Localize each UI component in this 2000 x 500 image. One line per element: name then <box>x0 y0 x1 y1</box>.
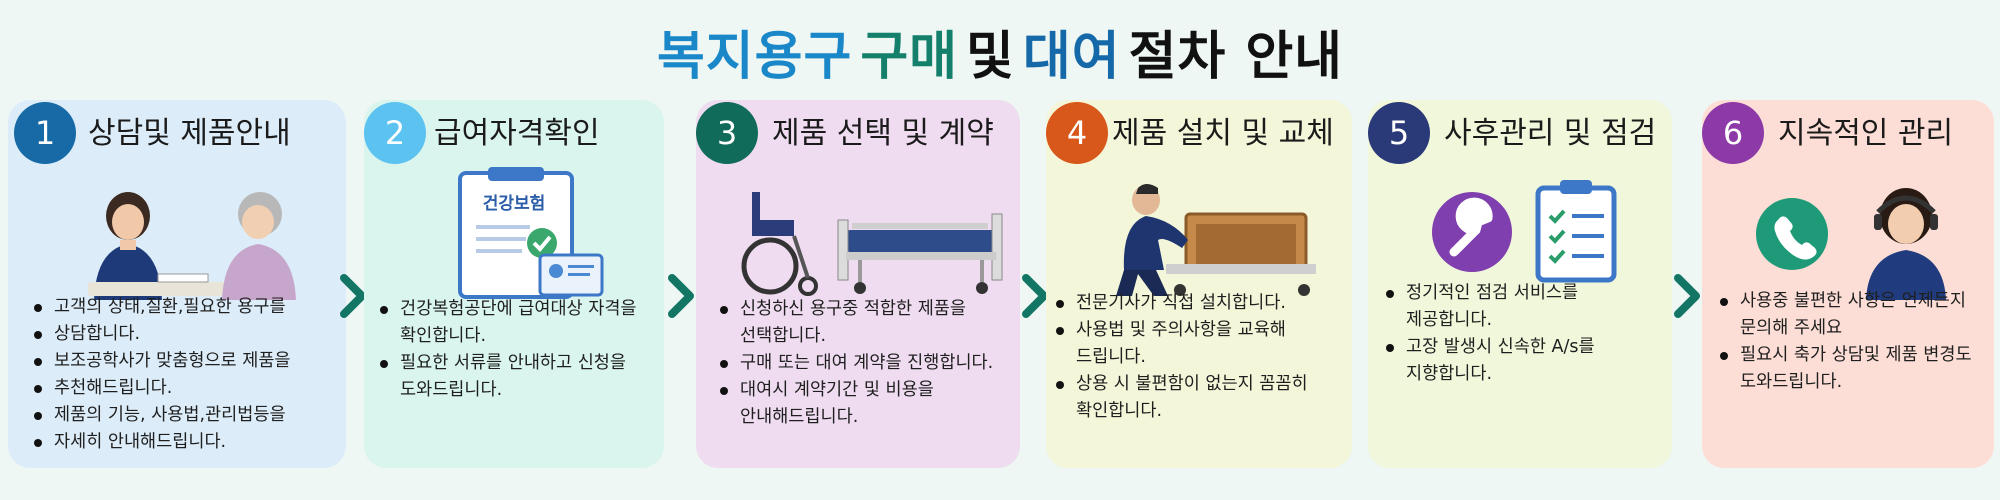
chevron-right-icon <box>1022 274 1048 318</box>
step-description-6: 사용중 불편한 사항은 언제든지 문의해 주세요 필요시 축가 상담및 제품 변… <box>1718 288 1972 396</box>
chevron-right-icon <box>1674 274 1700 318</box>
step-header-5: 5 사후관리 및 점검 <box>1368 102 1672 166</box>
step-header-3: 3 제품 선택 및 계약 <box>696 102 1020 166</box>
consultation-illustration-icon <box>88 192 296 300</box>
list-item: 자세히 안내해드립니다. <box>32 429 291 456</box>
step-description-5: 정기적인 점검 서비스를 제공합니다. 고장 발생시 신속한 A/s를 지향합니… <box>1384 280 1595 388</box>
title-part-2: 구매 <box>860 27 959 87</box>
list-item: 건강복험공단에 급여대상 자격을 <box>378 296 637 323</box>
step-number-badge-6: 6 <box>1702 102 1764 164</box>
list-item: 지향합니다. <box>1406 364 1493 384</box>
step-header-1: 1 상담및 제품안내 <box>8 102 346 166</box>
list-item: 보조공학사가 맞춤형으로 제품을 <box>32 348 291 375</box>
step-title-1: 상담및 제품안내 <box>88 116 291 151</box>
list-item: 고장 발생시 신속한 A/s를 <box>1384 334 1595 361</box>
step-card-1: 1 상담및 제품안내 고객의 상태,질환,필요한 용구를 상담합니다. 보조공학… <box>8 100 346 468</box>
step-description-2: 건강복험공단에 급여대상 자격을 확인합니다. 필요한 서류를 안내하고 신청을… <box>378 296 637 404</box>
technician-installing-bed-icon <box>1116 184 1316 296</box>
list-item: 선택합니다. <box>740 326 827 346</box>
list-item: 드립니다. <box>1076 347 1146 367</box>
step-card-4: 4 제품 설치 및 교체 전문기사가 직접 설치합니다. 사용법 및 주의사항을… <box>1046 100 1352 468</box>
list-item: 도와드립니다. <box>400 380 503 400</box>
list-item: 상용 시 불편함이 없는지 꼼꼼히 <box>1054 371 1308 398</box>
title-part-3: 및 <box>966 27 1015 87</box>
list-item: 추천해드립니다. <box>32 375 291 402</box>
phone-support-icon <box>1756 188 1946 300</box>
insurance-card-label: 건강보험 <box>483 193 546 214</box>
wrench-and-checklist-icon <box>1432 180 1617 283</box>
step-title-4: 제품 설치 및 교체 <box>1112 116 1334 151</box>
step-title-5: 사후관리 및 점검 <box>1444 116 1657 151</box>
step-number-badge-2: 2 <box>364 102 426 164</box>
step-number-badge-4: 4 <box>1046 102 1108 164</box>
list-item: 상담합니다. <box>32 321 291 348</box>
list-item: 제공합니다. <box>1406 310 1493 330</box>
step-description-3: 신청하신 용구중 적합한 제품을 선택합니다. 구매 또는 대여 계약을 진행합… <box>718 296 993 431</box>
step-description-4: 전문기사가 직접 설치합니다. 사용법 및 주의사항을 교육해 드립니다. 상용… <box>1054 290 1308 425</box>
chevron-right-icon <box>668 274 694 318</box>
step-title-3: 제품 선택 및 계약 <box>772 116 994 151</box>
step-number-badge-3: 3 <box>696 102 758 164</box>
title-part-1: 복지용구 <box>656 27 853 87</box>
step-title-2: 급여자격확인 <box>434 116 600 151</box>
step-card-3: 3 제품 선택 및 계약 신청하신 용구중 적합한 제품을 선택합니다. 구매 … <box>696 100 1020 468</box>
list-item: 필요시 축가 상담및 제품 변경도 <box>1718 342 1972 369</box>
step-description-1: 고객의 상태,질환,필요한 용구를 상담합니다. 보조공학사가 맞춤형으로 제품… <box>32 294 291 456</box>
list-item: 구매 또는 대여 계약을 진행합니다. <box>718 350 993 377</box>
title-part-4: 대여 <box>1022 27 1121 87</box>
step-number-badge-5: 5 <box>1368 102 1430 164</box>
list-item: 사용중 불편한 사항은 언제든지 <box>1718 288 1972 315</box>
step-card-2: 2 급여자격확인 건강보험 건강복험공단에 급여대상 자격을 확인합니다. 필요… <box>364 100 664 468</box>
step-card-6: 6 지속적인 관리 사용중 불편한 사항은 언제든지 문의해 주세요 필요시 축… <box>1702 100 1994 468</box>
list-item: 필요한 서류를 안내하고 신청을 <box>378 350 637 377</box>
step-card-5: 5 사후관리 및 점검 정기적인 점검 서비스를 제공합니다. 고장 발생시 신… <box>1368 100 1672 468</box>
insurance-document-icon: 건강보험 <box>458 167 604 299</box>
list-item: 사용법 및 주의사항을 교육해 <box>1054 317 1308 344</box>
step-number-badge-1: 1 <box>14 102 76 164</box>
list-item: 도와드립니다. <box>1740 372 1843 392</box>
list-item: 확인합니다. <box>400 326 487 346</box>
chevron-right-icon <box>340 274 366 318</box>
list-item: 대여시 계약기간 및 비용을 <box>718 377 993 404</box>
list-item: 고객의 상태,질환,필요한 용구를 <box>32 294 291 321</box>
wheelchair-and-bed-icon <box>741 192 1003 296</box>
step-header-6: 6 지속적인 관리 <box>1702 102 1994 166</box>
list-item: 확인합니다. <box>1076 401 1163 421</box>
step-header-4: 4 제품 설치 및 교체 <box>1046 102 1352 166</box>
list-item: 신청하신 용구중 적합한 제품을 <box>718 296 993 323</box>
step-title-6: 지속적인 관리 <box>1778 116 1954 151</box>
list-item: 정기적인 점검 서비스를 <box>1384 280 1595 307</box>
list-item: 안내해드립니다. <box>740 407 859 427</box>
step-header-2: 2 급여자격확인 <box>364 102 664 166</box>
list-item: 문의해 주세요 <box>1740 318 1843 338</box>
title-part-5: 절차 안내 <box>1128 27 1344 87</box>
list-item: 제품의 기능, 사용법,관리법등을 <box>32 402 291 429</box>
list-item: 전문기사가 직접 설치합니다. <box>1054 290 1308 317</box>
